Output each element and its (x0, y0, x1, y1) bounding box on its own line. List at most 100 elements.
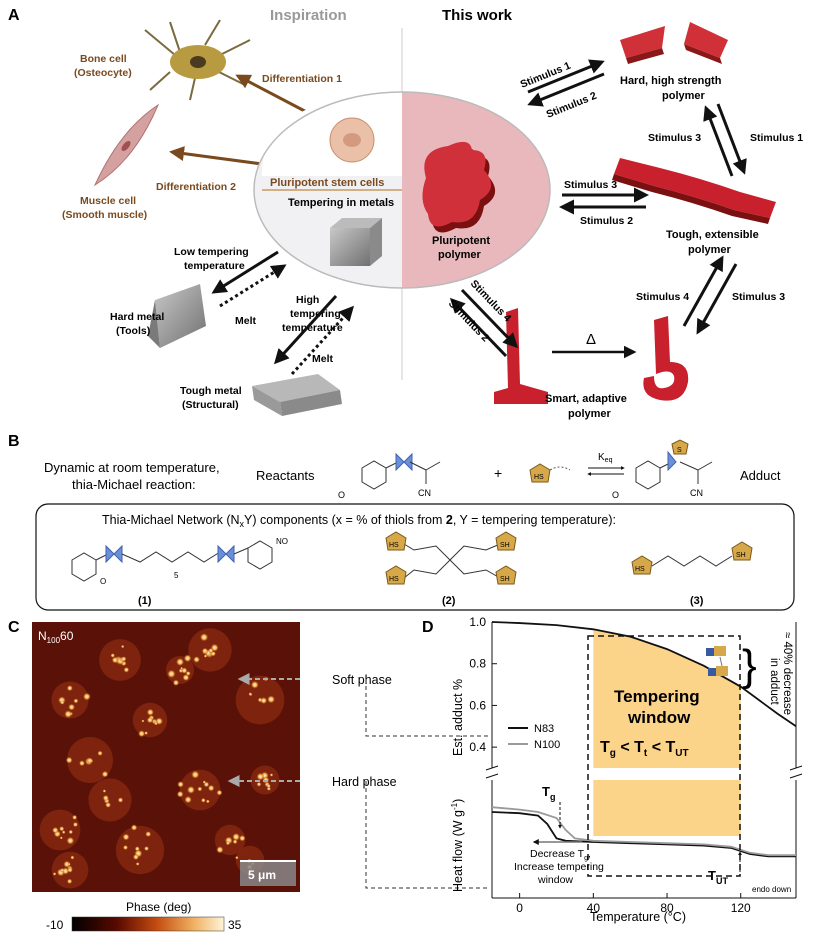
component-2-label: (2) (442, 595, 456, 607)
afm-particle (183, 654, 192, 663)
stim1-arrow-top (527, 59, 605, 94)
c1-no2: NO (276, 537, 288, 546)
low-temper-label-2: temperature (184, 260, 245, 272)
c1-o2n: O (100, 577, 106, 586)
afm-particle (121, 656, 127, 662)
pct-note-1: ≈ 40% decrease (781, 632, 793, 715)
adduct-cn: CN (690, 488, 703, 498)
top-y-ticks: 0.40.60.81.0 (469, 615, 497, 754)
stim2-mid-label: Stimulus 2 (580, 215, 633, 227)
tempering-metals-label: Tempering in metals (288, 197, 394, 209)
afm-particle (250, 680, 259, 689)
window-label-2: window (627, 708, 691, 727)
pluripotent-polymer-label-2: polymer (438, 249, 482, 261)
afm-particle (266, 695, 276, 704)
afm-particle (73, 698, 79, 704)
afm-particle (102, 789, 107, 793)
reactant-cn: CN (418, 488, 431, 498)
panel-b: B Dynamic at room temperature, thia-Mich… (8, 433, 795, 611)
afm-particle (64, 710, 73, 719)
bottom-chart-series (491, 806, 796, 858)
top-chart-series (491, 621, 797, 728)
afm-particle (137, 729, 146, 738)
central-ellipse (253, 91, 551, 289)
decrease-note-1: Decrease Tg, (530, 848, 591, 862)
afm-particle (177, 780, 184, 788)
afm-particle (146, 716, 154, 724)
component-1-label: (1) (138, 595, 152, 607)
tough-polymer-label-1: Tough, extensible (666, 229, 759, 241)
afm-particle (130, 824, 138, 831)
afm-particle (52, 872, 57, 876)
stim1-right-label: Stimulus 1 (750, 132, 803, 144)
c2-sh-1: SH (500, 542, 510, 549)
afm-particle (117, 797, 124, 803)
diff2-label: Differentiation 2 (156, 181, 236, 193)
stim2-arrow-bottom (449, 297, 508, 358)
network-title: Thia-Michael Network (NxY) components (x… (102, 513, 616, 529)
stim1-arrow-right (703, 105, 734, 177)
axis-break-left (485, 765, 499, 779)
afm-particle (59, 826, 65, 832)
stim2-arrow-top (527, 72, 605, 107)
afm-particle (68, 829, 74, 835)
reaction-desc-1: Dynamic at room temperature, (44, 460, 220, 475)
smart-polymer-label-2: polymer (568, 408, 612, 420)
hard-metal-label-1: Hard metal (110, 311, 164, 323)
c3-sh: SH (736, 552, 746, 559)
afm-particle (235, 855, 239, 860)
pct-note-wrap-1: ≈ 40% decrease (781, 632, 793, 715)
afm-particle (200, 797, 206, 803)
reactant-molecule (361, 452, 441, 490)
soft-phase-label: Soft phase (332, 673, 392, 687)
afm-particle (154, 721, 158, 726)
panel-c-letter: C (8, 619, 20, 636)
network-box (35, 503, 795, 611)
tough-metal-label-2: (Structural) (182, 399, 239, 411)
afm-particle (78, 760, 86, 767)
stem-cells-label: Pluripotent stem cells (270, 177, 384, 189)
panel-d-letter: D (422, 619, 434, 636)
afm-particle (134, 846, 140, 852)
component-3-molecule (631, 541, 753, 575)
high-temper-label-2: tempering (290, 308, 341, 320)
scale-bar-label: 5 μm (248, 868, 276, 882)
afm-particle (143, 845, 150, 852)
afm-particle (66, 836, 75, 845)
pct-note-wrap-2: in adduct (768, 658, 780, 705)
hard-metal-label-2: (Tools) (116, 325, 150, 337)
afm-particle (199, 632, 209, 642)
afm-particle (269, 773, 274, 777)
pluripotent-polymer-label-1: Pluripotent (432, 235, 490, 247)
top-y-tick-label: 0.6 (469, 698, 486, 712)
component-1-molecule (71, 540, 273, 582)
inspiration-heading: Inspiration (270, 7, 347, 24)
legend-n83: N83 (534, 723, 554, 735)
afm-particle (256, 772, 265, 781)
afm-particle (120, 644, 125, 649)
tough-polymer-label-2: polymer (688, 244, 732, 256)
window-inequality: Tg < Tt < TUT (600, 739, 689, 759)
afm-particle (66, 684, 73, 692)
afm-particle (66, 878, 73, 885)
muscle-cell-illustration (93, 103, 160, 187)
afm-particle (232, 839, 238, 845)
sample-label: N10060 (38, 629, 74, 645)
high-temper-label-3: temperature (282, 322, 343, 334)
stim3-arrow-bottom (696, 263, 738, 335)
afm-particle (101, 770, 109, 778)
x-tick-label: 40 (587, 901, 601, 915)
adduct-molecule (635, 439, 713, 490)
muscle-cell-label-2: (Smooth muscle) (62, 209, 147, 221)
stim4-arrow (460, 288, 519, 349)
afm-particle (167, 669, 176, 679)
metal-cube (330, 218, 382, 266)
afm-particle (208, 647, 214, 654)
afm-particle (201, 647, 209, 655)
x-tick-label: 120 (731, 901, 751, 915)
afm-particle (135, 862, 140, 866)
afm-particle (67, 862, 71, 866)
x-tick-label: 0 (516, 901, 523, 915)
low-temper-label-1: Low tempering (174, 246, 249, 258)
muscle-cell-label-1: Muscle cell (80, 195, 136, 207)
